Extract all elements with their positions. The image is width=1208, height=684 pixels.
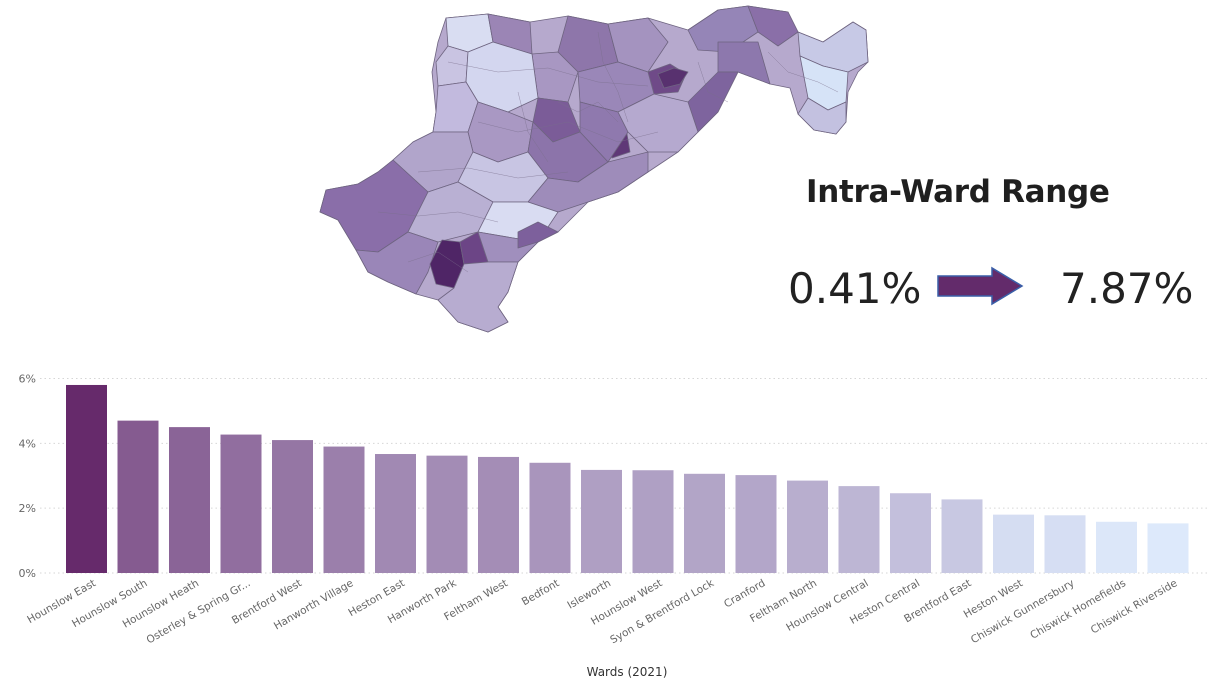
map-area bbox=[657, 67, 689, 89]
range-min-value: 0.41% bbox=[788, 264, 922, 313]
bar[interactable] bbox=[117, 420, 159, 573]
bar[interactable] bbox=[272, 440, 313, 573]
bar[interactable] bbox=[1147, 523, 1189, 573]
y-tick-label: 6% bbox=[19, 372, 36, 385]
map-area bbox=[687, 71, 739, 133]
map-area bbox=[797, 97, 847, 135]
map-area bbox=[355, 231, 439, 295]
map-area bbox=[437, 261, 519, 333]
range-max-value: 7.87% bbox=[1060, 264, 1194, 313]
bar[interactable] bbox=[787, 480, 828, 573]
bar[interactable] bbox=[890, 493, 931, 573]
bar[interactable] bbox=[684, 473, 725, 573]
map-area bbox=[517, 221, 559, 249]
range-title: Intra-Ward Range bbox=[806, 174, 1110, 210]
map-area bbox=[717, 41, 771, 85]
x-tick-label: Isleworth bbox=[565, 577, 613, 611]
bar[interactable] bbox=[1096, 521, 1137, 573]
x-tick-label: Cranford bbox=[722, 577, 768, 610]
bar[interactable] bbox=[478, 456, 519, 573]
x-tick-label: Chiswick Riverside bbox=[1089, 577, 1180, 636]
x-axis-title: Wards (2021) bbox=[587, 665, 668, 679]
map-area bbox=[747, 5, 799, 47]
bar[interactable] bbox=[426, 455, 468, 573]
bar[interactable] bbox=[375, 454, 416, 573]
y-tick-label: 4% bbox=[19, 437, 36, 450]
map-area bbox=[477, 231, 539, 263]
bar[interactable] bbox=[941, 499, 983, 573]
map-area bbox=[607, 17, 669, 73]
y-tick-label: 0% bbox=[19, 567, 36, 580]
arrow-right-icon bbox=[937, 266, 1024, 306]
x-tick-label: Chiswick Homefields bbox=[1028, 577, 1128, 642]
bar[interactable] bbox=[735, 475, 777, 573]
map-area bbox=[617, 93, 699, 153]
ward-choropleth-map bbox=[319, 5, 869, 333]
bar[interactable] bbox=[993, 514, 1034, 573]
x-tick-label: Bedfont bbox=[520, 577, 562, 608]
bar[interactable] bbox=[1044, 515, 1086, 573]
bar[interactable] bbox=[529, 462, 571, 573]
bar[interactable] bbox=[838, 486, 880, 573]
bar[interactable] bbox=[632, 470, 674, 573]
bar[interactable] bbox=[323, 446, 365, 573]
bar[interactable] bbox=[220, 434, 262, 573]
bar[interactable] bbox=[66, 384, 107, 573]
bar[interactable] bbox=[169, 427, 210, 573]
bar[interactable] bbox=[581, 469, 622, 573]
y-tick-label: 2% bbox=[19, 502, 36, 515]
